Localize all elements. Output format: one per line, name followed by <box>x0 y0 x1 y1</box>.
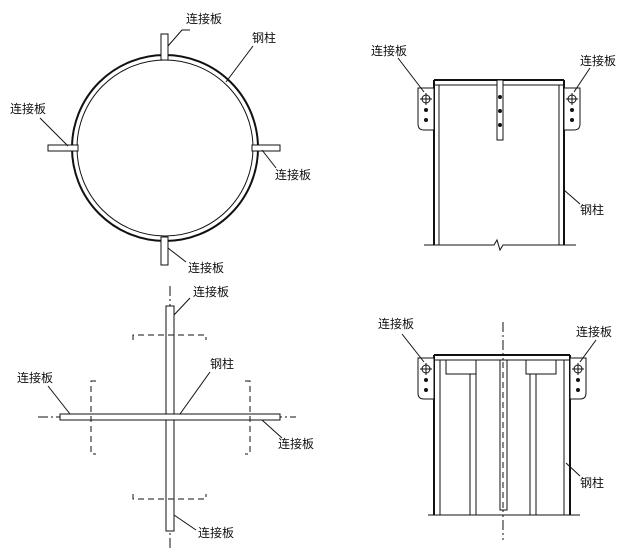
label-right-plate: 连接板 <box>275 167 311 182</box>
label-cross-column: 钢柱 <box>210 356 234 371</box>
label-cross-bottom-plate: 连接板 <box>198 525 234 540</box>
leader-cross-column <box>179 371 211 415</box>
leader-upper-column <box>563 189 581 205</box>
leader-column <box>225 45 254 83</box>
connection-plate-left <box>47 144 79 152</box>
panel-elevation-lower: 连接板 连接板 钢柱 <box>378 316 612 540</box>
leader-lower-right-plate <box>579 339 597 363</box>
label-lower-right-plate: 连接板 <box>576 324 612 339</box>
leader-upper-right-plate <box>573 67 591 93</box>
label-left-plate: 连接板 <box>10 101 46 116</box>
leader-bottom-plate <box>167 247 187 263</box>
leader-lower-left-plate <box>401 333 425 363</box>
label-lower-left-plate: 连接板 <box>378 316 414 331</box>
leader-cross-left-plate <box>47 385 71 415</box>
label-cross-left-plate: 连接板 <box>17 370 53 385</box>
label-upper-left-plate: 连接板 <box>371 43 407 58</box>
panel-elevation-upper: 连接板 连接板 钢柱 <box>371 43 616 252</box>
label-top-plate: 连接板 <box>186 11 222 26</box>
leader-upper-left-plate <box>397 57 425 93</box>
stiffener-block-right <box>525 359 557 375</box>
leader-cross-bottom-plate <box>173 514 197 531</box>
label-cross-right-plate: 连接板 <box>278 436 314 451</box>
label-upper-right-plate: 连接板 <box>580 53 616 68</box>
label-lower-column: 钢柱 <box>580 475 604 490</box>
leader-right-plate <box>261 149 277 169</box>
hidden-outline-bottom <box>132 494 207 500</box>
stiffener-block-left <box>445 359 477 375</box>
label-cross-top-plate: 连接板 <box>193 284 229 299</box>
leader-cross-top-plate <box>173 297 191 316</box>
connection-plate-top <box>160 33 169 61</box>
cross-plate-horizontal <box>59 413 281 421</box>
label-bottom-plate: 连接板 <box>188 260 224 275</box>
connection-plate-bottom <box>160 236 169 266</box>
panel-cross-plan: 连接板 钢柱 连接板 连接板 连接板 <box>17 284 314 548</box>
leader-left-plate <box>39 117 69 147</box>
leader-cross-right-plate <box>261 419 283 439</box>
leader-top-plate <box>167 29 190 47</box>
hidden-outline-top <box>132 334 207 340</box>
leader-lower-column <box>565 462 581 477</box>
steel-column-ring-outer <box>71 54 259 242</box>
label-upper-column: 钢柱 <box>580 202 604 217</box>
column-base-break <box>424 238 576 252</box>
hidden-outline-right <box>245 380 251 455</box>
connection-plate-right <box>251 144 281 152</box>
steel-column-ring-inner <box>76 59 254 237</box>
hidden-outline-left <box>90 380 96 455</box>
label-column: 钢柱 <box>252 30 276 45</box>
panel-circular-plan: 连接板 钢柱 连接板 连接板 连接板 <box>10 11 311 275</box>
